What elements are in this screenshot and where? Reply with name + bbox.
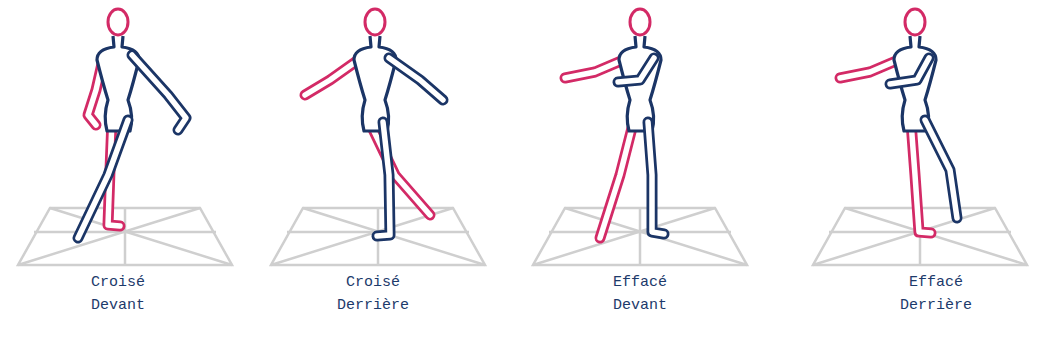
front-leg	[377, 122, 390, 236]
caption-label: Croisé Devant	[91, 271, 145, 317]
dancer-figure	[305, 9, 443, 236]
floor-grid	[533, 208, 747, 265]
front-leg	[925, 120, 957, 218]
head	[905, 9, 925, 35]
front-arm	[618, 58, 654, 82]
back-leg	[600, 120, 634, 238]
front-arm	[132, 55, 186, 130]
caption-label: Croisé Derrière	[337, 271, 409, 317]
head	[108, 9, 128, 35]
front-leg	[78, 120, 128, 238]
head	[630, 9, 650, 35]
back-leg	[600, 120, 634, 238]
caption-label: Effacé Derrière	[900, 271, 972, 317]
front-leg	[648, 122, 664, 234]
front-arm	[618, 58, 654, 82]
dancer-figure	[78, 9, 186, 238]
dancer-figure	[565, 9, 664, 238]
front-arm	[890, 58, 929, 84]
caption-label: Effacé Devant	[613, 271, 667, 317]
front-arm	[389, 58, 443, 100]
back-arm	[305, 58, 361, 95]
back-leg	[911, 122, 931, 233]
front-arm	[389, 58, 443, 100]
back-arm	[305, 58, 361, 95]
head	[365, 9, 385, 35]
back-leg	[911, 122, 931, 233]
front-leg	[78, 120, 128, 238]
front-leg	[377, 122, 390, 236]
dancer-figure	[840, 9, 957, 233]
torso	[354, 36, 396, 131]
floor-grid	[18, 208, 232, 265]
torso	[619, 36, 661, 131]
front-arm	[890, 58, 929, 84]
front-leg	[925, 120, 957, 218]
front-arm	[132, 55, 186, 130]
front-leg	[648, 122, 664, 234]
